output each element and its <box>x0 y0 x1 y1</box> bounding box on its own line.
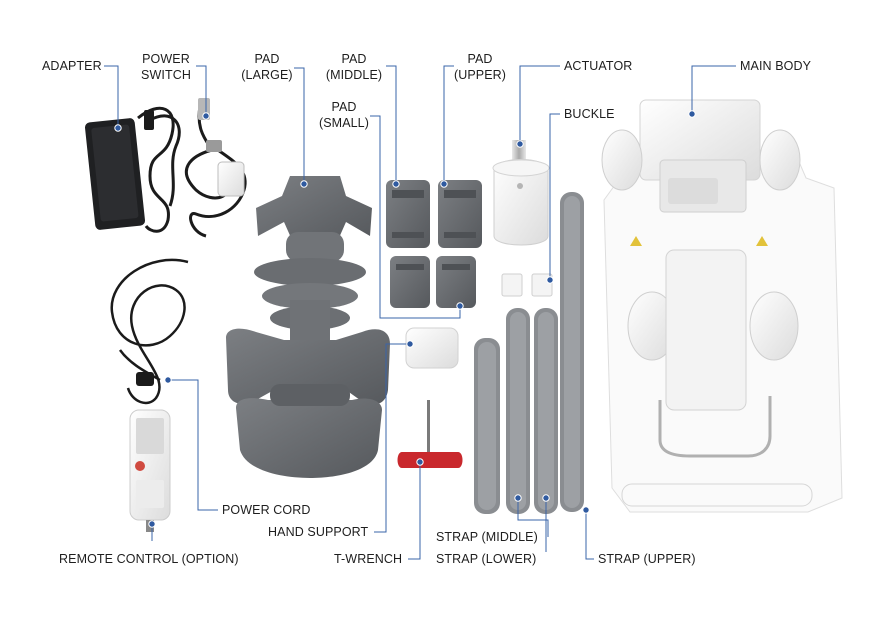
label-buckle: BUCKLE <box>564 107 615 121</box>
label-power-cord: POWER CORD <box>222 503 311 517</box>
adapter-device <box>84 106 181 233</box>
leader-dots <box>114 110 696 528</box>
leader-t-wrench <box>408 462 421 560</box>
label-t-wrench: T-WRENCH <box>334 552 403 566</box>
dot-hand-support <box>406 340 414 348</box>
label-actuator: ACTUATOR <box>564 59 633 73</box>
leader-power-cord <box>168 379 218 511</box>
dot-strap-middle <box>514 494 522 502</box>
actuator-device <box>492 140 550 246</box>
dot-strap-upper <box>582 506 590 514</box>
label-strap-middle: STRAP (MIDDLE) <box>436 530 538 544</box>
label-adapter: ADAPTER <box>42 59 102 73</box>
leader-pad-large <box>294 67 305 184</box>
label-pad-middle: PAD(MIDDLE) <box>325 52 383 82</box>
leader-pad-small <box>370 115 461 319</box>
leader-adapter <box>104 65 119 128</box>
label-strap-upper: STRAP (UPPER) <box>598 552 696 566</box>
leader-buckle <box>549 113 560 280</box>
label-pad-small: PAD(SMALL) <box>318 100 370 130</box>
leader-pad-upper <box>443 65 454 184</box>
label-pad-upper: PAD(UPPER) <box>453 52 507 82</box>
dot-remote-control <box>148 520 156 528</box>
power-cord-device <box>110 258 189 405</box>
dot-main-body <box>688 110 696 118</box>
leader-hand-support <box>374 343 410 533</box>
leader-power-switch <box>196 65 207 116</box>
dot-buckle <box>546 276 554 284</box>
leader-strap-middle <box>517 498 549 537</box>
label-main-body: MAIN BODY <box>740 59 812 73</box>
pad-set <box>386 180 482 308</box>
dot-pad-middle <box>392 180 400 188</box>
leader-pad-middle <box>386 65 397 184</box>
buckle-parts <box>501 273 553 297</box>
pad-large-cushion <box>226 176 390 478</box>
label-hand-support: HAND SUPPORT <box>268 525 369 539</box>
leader-strap-upper <box>585 510 594 560</box>
dot-power-switch <box>202 112 210 120</box>
leader-lines <box>104 65 736 560</box>
dot-pad-small <box>456 302 464 310</box>
straps <box>474 192 584 514</box>
dot-pad-large <box>300 180 308 188</box>
leader-actuator <box>519 65 560 144</box>
label-pad-large: PAD(LARGE) <box>241 52 293 82</box>
leader-main-body <box>691 65 736 114</box>
t-wrench-device <box>397 400 463 468</box>
hand-support-device <box>405 327 459 369</box>
label-remote-control: REMOTE CONTROL (OPTION) <box>59 552 239 566</box>
dot-actuator <box>516 140 524 148</box>
dot-adapter <box>114 124 122 132</box>
dot-pad-upper <box>440 180 448 188</box>
main-body-device <box>601 99 843 513</box>
dot-strap-lower <box>542 494 550 502</box>
label-strap-lower: STRAP (LOWER) <box>436 552 537 566</box>
power-switch-device <box>184 98 247 238</box>
dot-power-cord <box>164 376 172 384</box>
remote-control-device <box>129 409 171 532</box>
dot-t-wrench <box>416 458 424 466</box>
